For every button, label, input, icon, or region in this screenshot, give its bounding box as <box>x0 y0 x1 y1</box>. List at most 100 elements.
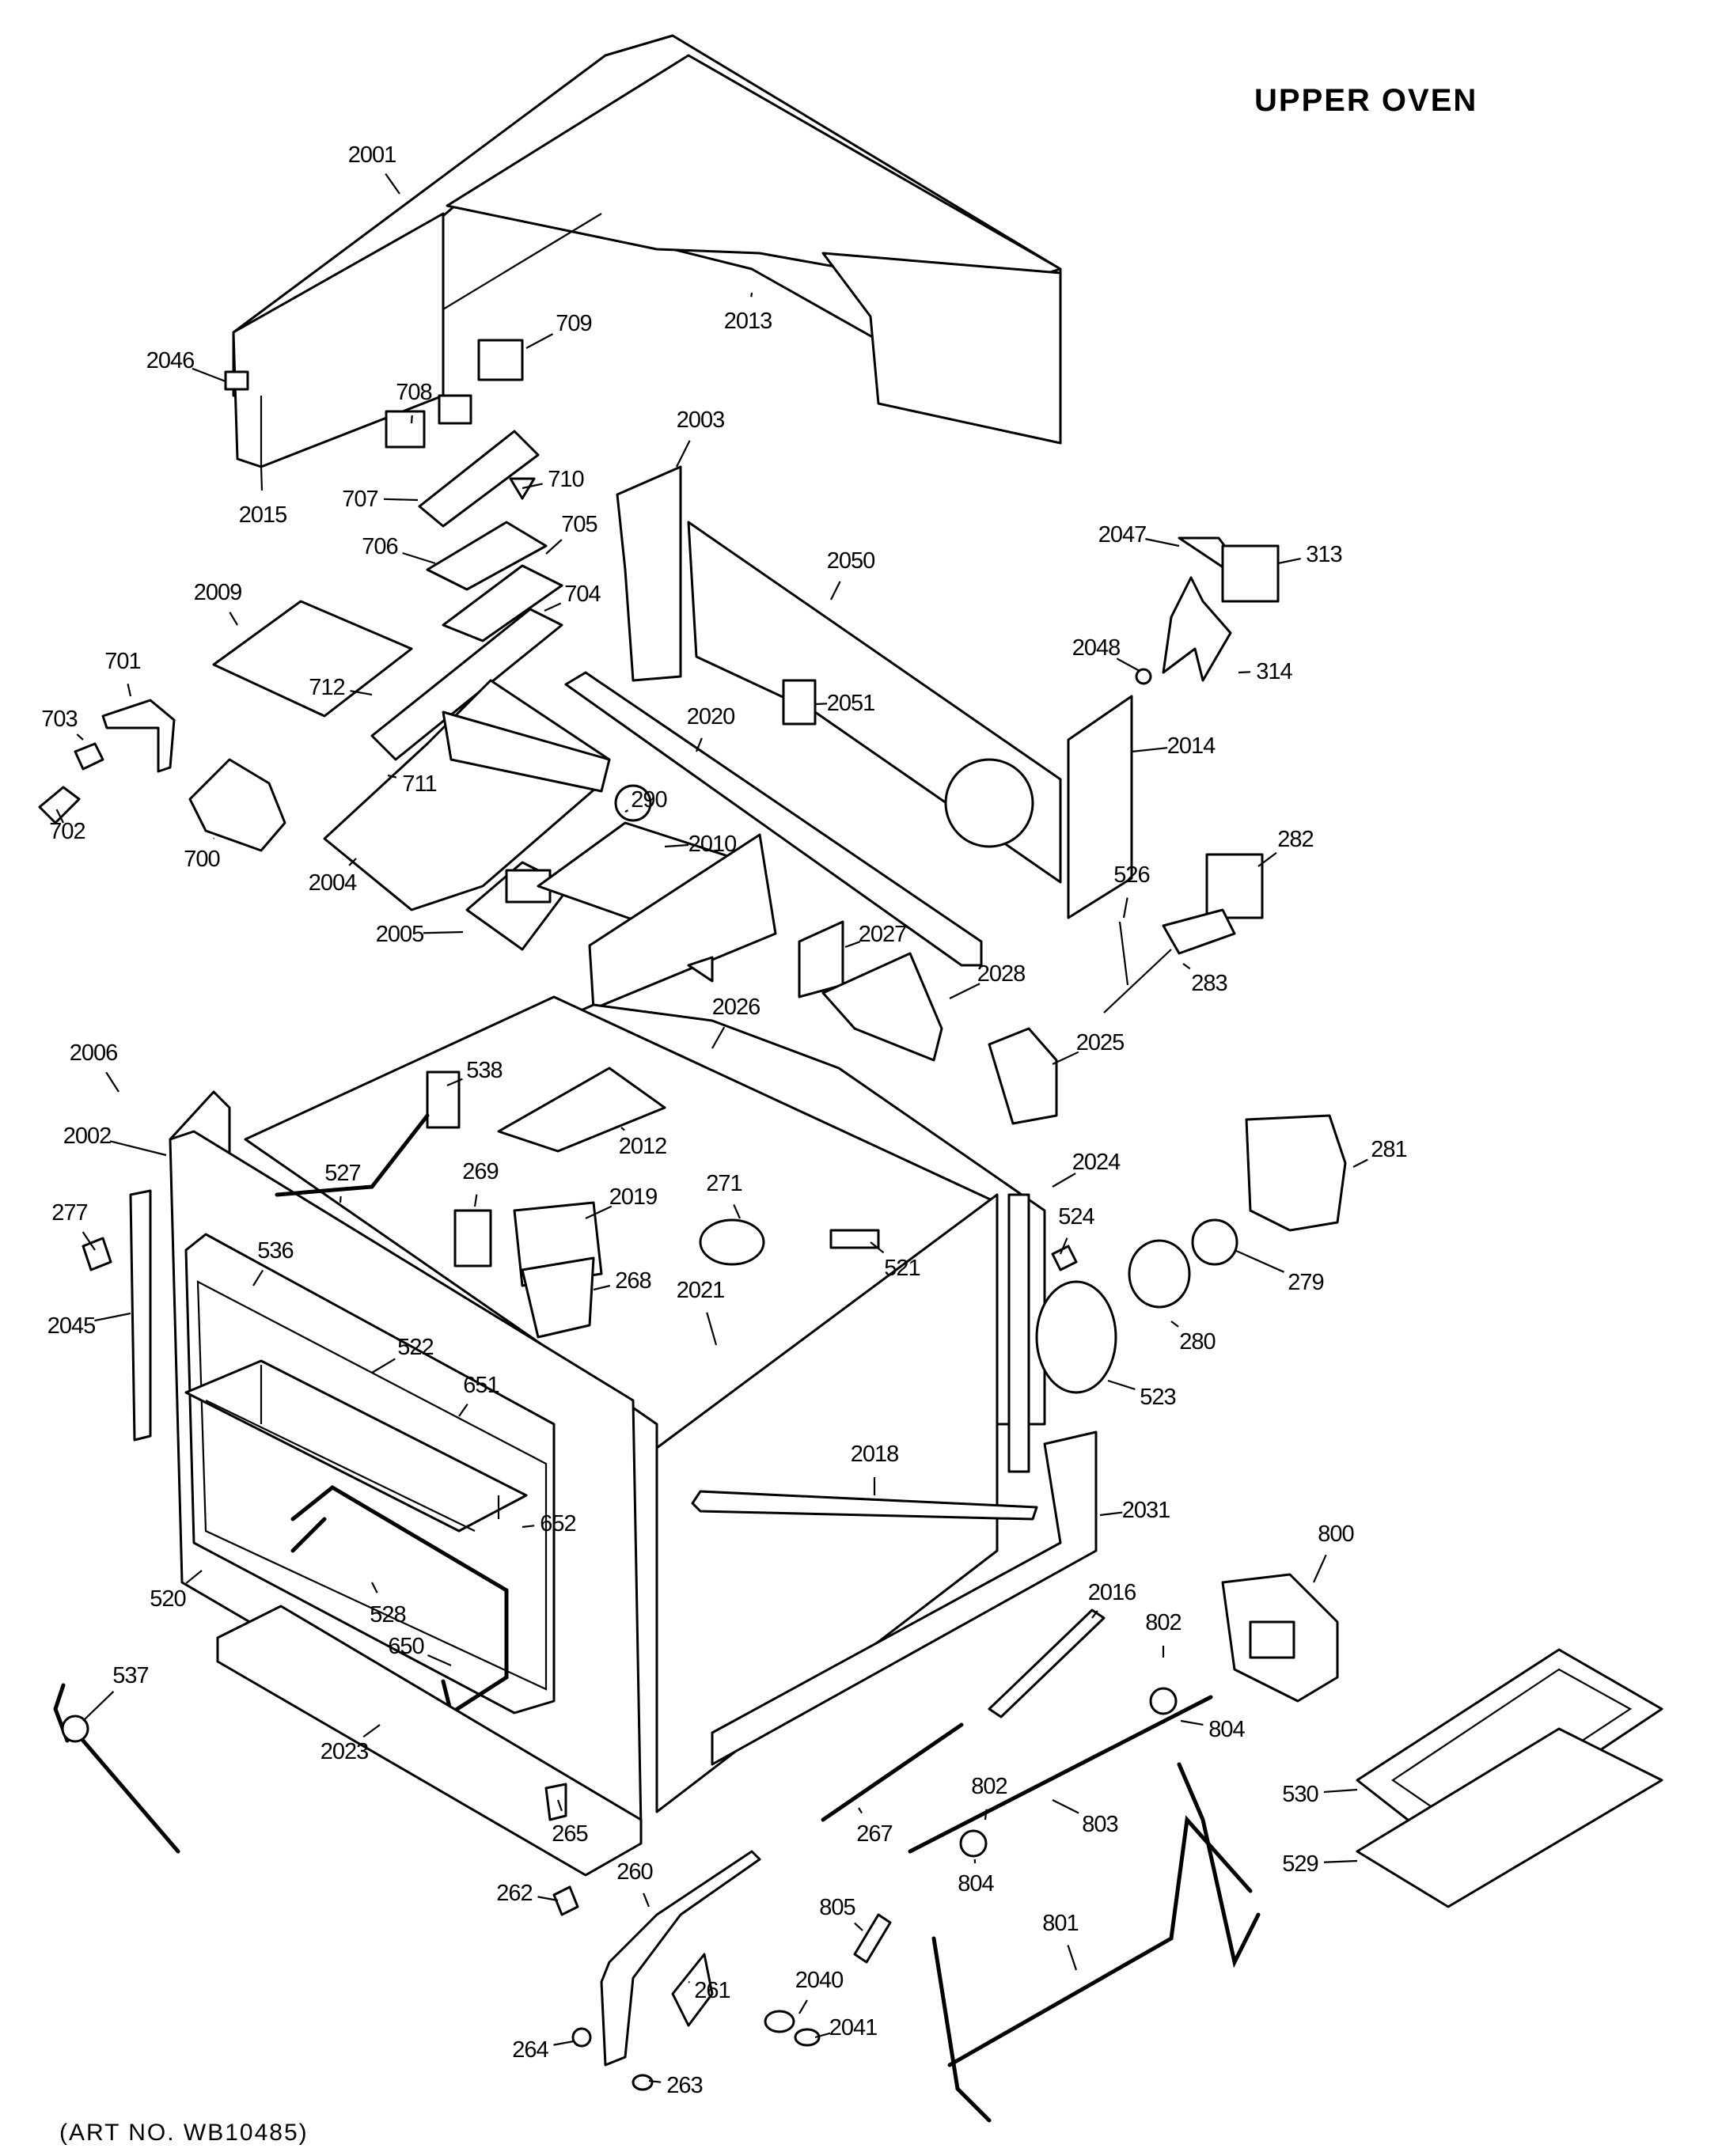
callout-label: 704 <box>564 582 601 607</box>
callout-803: 803 <box>1053 1800 1118 1837</box>
callout-267: 267 <box>856 1808 892 1847</box>
callout-label: 710 <box>548 467 583 492</box>
leader-line <box>384 499 418 500</box>
leader-line <box>859 1808 862 1813</box>
callout-2027: 2027 <box>845 922 906 947</box>
leader-line <box>1053 1800 1079 1813</box>
callout-804: 804 <box>1181 1717 1246 1742</box>
callout-label: 260 <box>616 1859 652 1885</box>
diagram-title: UPPER OVEN <box>1254 83 1477 118</box>
callout-label: 707 <box>342 487 377 512</box>
callout-277: 277 <box>51 1200 95 1250</box>
leader-line <box>1324 1790 1357 1792</box>
callout-label: 268 <box>615 1268 650 1294</box>
callout-label: 2047 <box>1098 522 1147 548</box>
leader-line <box>815 703 827 704</box>
leader-line <box>1124 898 1128 918</box>
callout-label: 2027 <box>859 922 907 947</box>
callout-label: 262 <box>496 1881 532 1906</box>
callout-520: 520 <box>150 1571 202 1612</box>
leader-line <box>546 540 562 554</box>
callout-label: 538 <box>466 1058 502 1083</box>
callout-label: 711 <box>402 771 436 797</box>
callout-label: 536 <box>257 1238 293 1264</box>
broiler-pan-530 <box>1357 1650 1662 1907</box>
callout-label: 279 <box>1288 1270 1323 1295</box>
leader-line <box>1132 748 1167 752</box>
callout-283: 283 <box>1183 964 1227 996</box>
callout-2024: 2024 <box>1053 1150 1121 1187</box>
callout-label: 290 <box>631 787 666 813</box>
callout-label: 2025 <box>1076 1030 1125 1055</box>
callout-313: 313 <box>1278 542 1342 567</box>
leader-line <box>106 1072 119 1092</box>
callout-2013: 2013 <box>724 293 772 334</box>
callout-label: 650 <box>388 1634 423 1659</box>
leader-line <box>1145 539 1179 546</box>
callout-label: 524 <box>1058 1204 1094 1230</box>
callout-2006: 2006 <box>70 1040 119 1092</box>
callout-label: 2010 <box>688 832 737 857</box>
callout-label: 2045 <box>47 1313 96 1339</box>
callout-label: 803 <box>1082 1812 1117 1837</box>
leader-line <box>751 293 752 297</box>
leader-line <box>229 612 237 625</box>
leader-line <box>643 1893 649 1907</box>
callout-label: 712 <box>309 675 344 700</box>
callout-label: 522 <box>397 1335 433 1360</box>
callout-524: 524 <box>1058 1204 1094 1254</box>
probe-537 <box>55 1685 178 1851</box>
callout-281: 281 <box>1353 1137 1407 1167</box>
callout-label: 2048 <box>1072 635 1121 661</box>
callout-label: 521 <box>884 1256 920 1281</box>
callout-2014: 2014 <box>1132 733 1216 759</box>
callout-label: 2019 <box>609 1184 658 1210</box>
callout-label: 700 <box>184 847 219 872</box>
callout-label: 805 <box>819 1895 855 1920</box>
leader-line <box>1068 1945 1076 1970</box>
callout-label: 282 <box>1277 827 1313 852</box>
callout-801: 801 <box>1042 1911 1078 1970</box>
callout-label: 652 <box>540 1511 575 1536</box>
leader-line <box>1324 1861 1357 1862</box>
callout-label: 2009 <box>194 580 242 605</box>
spring-267 <box>823 1725 962 1820</box>
callout-802: 802 <box>1145 1610 1181 1658</box>
callout-label: 271 <box>706 1171 742 1196</box>
callout-label: 2020 <box>687 704 735 729</box>
callout-2031: 2031 <box>1100 1498 1170 1523</box>
callout-701: 701 <box>104 649 140 696</box>
callout-label: 2040 <box>795 1968 844 1993</box>
leader-line <box>261 467 262 491</box>
leader-line <box>544 603 561 611</box>
callout-label: 800 <box>1318 1521 1353 1547</box>
callout-705: 705 <box>546 512 597 554</box>
leader-line <box>1053 1173 1075 1187</box>
callout-282: 282 <box>1258 827 1314 866</box>
callout-label: 701 <box>104 649 140 674</box>
callout-2025: 2025 <box>1053 1030 1124 1064</box>
callout-label: 537 <box>112 1663 148 1688</box>
callout-label: 2014 <box>1167 733 1216 759</box>
callout-label: 523 <box>1140 1385 1175 1410</box>
leader-line <box>1235 1250 1284 1272</box>
callout-label: 2002 <box>63 1123 112 1149</box>
callout-2047: 2047 <box>1098 522 1179 548</box>
leader-line <box>423 932 463 933</box>
callout-2003: 2003 <box>677 407 725 467</box>
callout-label: 2004 <box>309 870 357 896</box>
leader-line <box>128 684 131 696</box>
leader-line <box>94 1313 131 1321</box>
callout-label: 703 <box>41 707 77 732</box>
callout-label: 280 <box>1179 1329 1215 1355</box>
leader-line <box>950 983 980 998</box>
callout-label: 2050 <box>827 548 875 574</box>
leader-line <box>1278 559 1301 563</box>
callout-529: 529 <box>1282 1851 1357 1877</box>
callout-label: 269 <box>462 1159 498 1184</box>
callout-label: 702 <box>49 819 85 844</box>
callout-2041: 2041 <box>815 2015 877 2040</box>
callout-703: 703 <box>41 707 83 740</box>
callout-label: 283 <box>1191 971 1227 996</box>
